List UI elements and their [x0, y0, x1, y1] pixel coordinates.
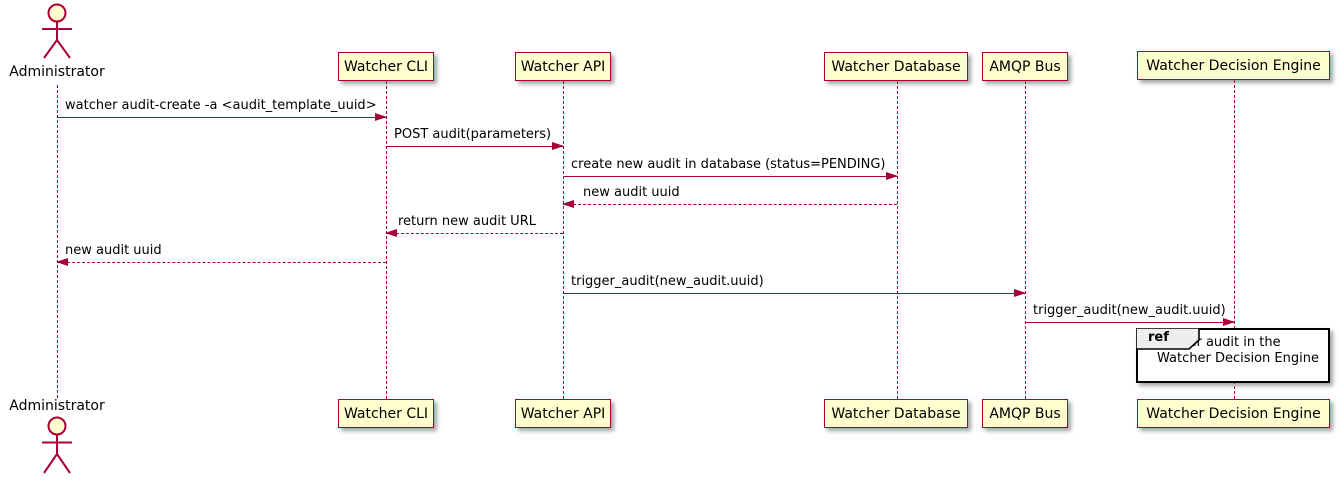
- participant-amqp-bus-bottom: AMQP Bus: [982, 399, 1068, 428]
- message-line: [563, 293, 1025, 294]
- actor-label-bottom: Administrator: [9, 398, 105, 414]
- arrowhead-right-icon: [886, 172, 898, 180]
- message-label: new audit uuid: [65, 243, 162, 258]
- lifeline-administrator: [57, 85, 58, 398]
- lifeline-watcher-cli: [386, 81, 387, 399]
- lifeline-watcher-decision-engine: [1234, 80, 1235, 399]
- message-label: new audit uuid: [583, 185, 680, 200]
- message-line: [386, 233, 563, 234]
- message-new-audit-uuid-return-cli: new audit uuid: [56, 242, 386, 266]
- participant-amqp-bus-top: AMQP Bus: [982, 52, 1068, 81]
- actor-label-top: Administrator: [9, 64, 105, 80]
- arrowhead-right-icon: [375, 113, 387, 121]
- message-return-audit-url: return new audit URL: [385, 213, 563, 237]
- message-label: trigger_audit(new_audit.uuid): [571, 274, 764, 289]
- ref-text-line2: Watcher Decision Engine: [1157, 351, 1319, 366]
- message-line: [57, 262, 386, 263]
- arrowhead-left-icon: [562, 200, 574, 208]
- message-label: watcher audit-create -a <audit_template_…: [65, 98, 377, 113]
- ref-fragment: ref Trigger audit in the Watcher Decisio…: [1135, 327, 1330, 383]
- participant-watcher-api-top: Watcher API: [515, 52, 611, 81]
- message-post-audit: POST audit(parameters): [386, 126, 564, 150]
- message-new-audit-uuid-return-db: new audit uuid: [562, 184, 897, 208]
- message-line: [57, 117, 386, 118]
- arrowhead-right-icon: [552, 142, 564, 150]
- message-line: [386, 146, 563, 147]
- arrowhead-left-icon: [56, 258, 68, 266]
- message-create-audit-db: create new audit in database (status=PEN…: [563, 156, 898, 180]
- lifeline-watcher-database: [897, 81, 898, 399]
- ref-tag-shape: [1135, 327, 1200, 350]
- participant-watcher-decision-engine-bottom: Watcher Decision Engine: [1137, 399, 1330, 428]
- participant-watcher-cli-top: Watcher CLI: [338, 52, 434, 81]
- message-trigger-audit-engine: trigger_audit(new_audit.uuid): [1025, 302, 1235, 326]
- lifeline-amqp-bus: [1025, 81, 1026, 399]
- ref-tag: ref: [1135, 327, 1200, 350]
- participant-watcher-api-bottom: Watcher API: [515, 399, 611, 428]
- administrator-actor-icon-bottom: [42, 416, 72, 474]
- message-label: POST audit(parameters): [394, 127, 552, 142]
- message-label: create new audit in database (status=PEN…: [571, 157, 886, 172]
- message-line: [1025, 322, 1234, 323]
- arrowhead-right-icon: [1014, 289, 1026, 297]
- message-label: return new audit URL: [398, 214, 536, 229]
- participant-watcher-decision-engine-top: Watcher Decision Engine: [1137, 51, 1330, 80]
- message-line: [563, 204, 897, 205]
- arrowhead-right-icon: [1223, 318, 1235, 326]
- ref-tag-label: ref: [1148, 330, 1169, 345]
- arrowhead-left-icon: [385, 229, 397, 237]
- message-line: [563, 176, 897, 177]
- participant-watcher-cli-bottom: Watcher CLI: [338, 399, 434, 428]
- message-audit-create: watcher audit-create -a <audit_template_…: [57, 97, 387, 121]
- administrator-actor-icon: [42, 3, 72, 59]
- message-label: trigger_audit(new_audit.uuid): [1033, 303, 1226, 318]
- message-trigger-audit-amqp: trigger_audit(new_audit.uuid): [563, 273, 1026, 297]
- participant-watcher-database-bottom: Watcher Database: [824, 399, 968, 428]
- lifeline-watcher-api: [563, 81, 564, 399]
- participant-watcher-database-top: Watcher Database: [824, 52, 968, 81]
